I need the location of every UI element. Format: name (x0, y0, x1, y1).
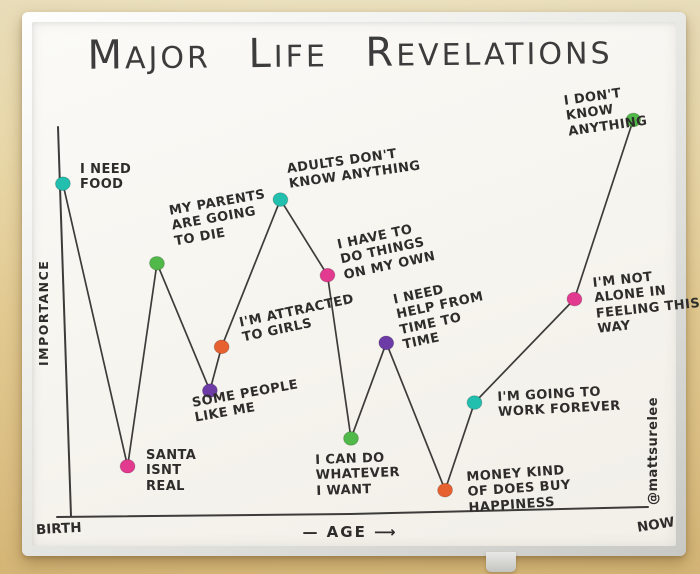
y-axis-line (57, 126, 72, 517)
data-point (213, 339, 230, 355)
data-point (319, 267, 336, 283)
data-point (566, 291, 583, 307)
data-point (119, 458, 136, 474)
whiteboard-surface (32, 22, 676, 546)
data-point (625, 112, 642, 128)
data-point (201, 383, 218, 398)
data-point (54, 176, 71, 191)
point-label: MONEY KIND OF DOES BUY HAPPINESS (466, 463, 572, 516)
x-axis-label: — AGE ⟶ (302, 523, 398, 541)
data-point (466, 395, 483, 410)
point-label: I NEED FOOD (80, 162, 132, 193)
point-label: I'M NOT ALONE IN FEELING THIS WAY (592, 269, 700, 337)
artist-watermark: @mattsurelee (646, 396, 661, 505)
data-point (437, 482, 453, 498)
whiteboard-frame (22, 12, 686, 556)
data-point (149, 255, 165, 271)
y-axis-label: IMPORTANCE (36, 259, 51, 366)
point-label: I'M GOING TO WORK FOREVER (497, 384, 621, 421)
data-point (272, 192, 289, 207)
data-point (378, 335, 395, 351)
point-label: I CAN DO WHATEVER I WANT (315, 450, 401, 499)
whiteboard-mount-tab (486, 552, 516, 572)
x-axis-line (56, 506, 649, 518)
data-point (343, 431, 359, 446)
point-label: SANTA ISNT REAL (146, 448, 197, 494)
